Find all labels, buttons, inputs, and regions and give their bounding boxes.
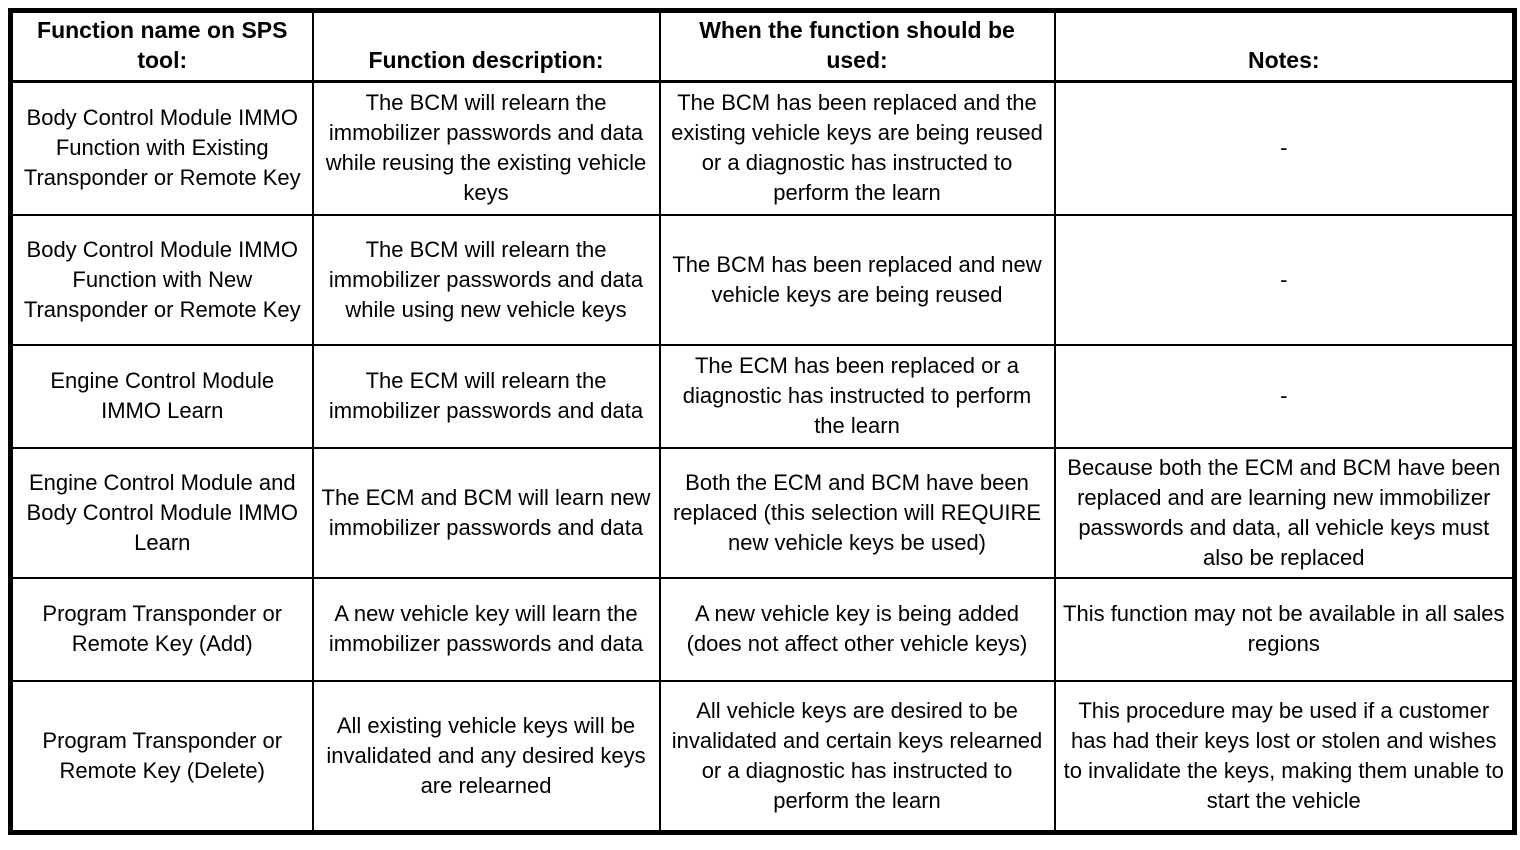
cell-notes: - bbox=[1053, 213, 1516, 346]
cell-notes: - bbox=[1053, 80, 1516, 216]
cell-function-name: Engine Control Module IMMO Learn bbox=[9, 343, 314, 449]
cell-when-used: The BCM has been replaced and the existi… bbox=[658, 80, 1056, 216]
cell-function-name: Engine Control Module and Body Control M… bbox=[9, 446, 314, 579]
cell-notes: This function may not be available in al… bbox=[1053, 576, 1516, 682]
cell-when-used: Both the ECM and BCM have been replaced … bbox=[658, 446, 1056, 579]
cell-function-name: Body Control Module IMMO Function with E… bbox=[9, 80, 314, 216]
cell-function-description: The BCM will relearn the immobilizer pas… bbox=[311, 80, 661, 216]
column-header-notes: Notes: bbox=[1053, 9, 1516, 83]
cell-function-name: Program Transponder or Remote Key (Add) bbox=[9, 576, 314, 682]
cell-function-description: All existing vehicle keys will be invali… bbox=[311, 679, 661, 834]
sps-functions-table: Function name on SPS tool: Function desc… bbox=[8, 8, 1517, 835]
cell-when-used: All vehicle keys are desired to be inval… bbox=[658, 679, 1056, 834]
cell-function-name: Program Transponder or Remote Key (Delet… bbox=[9, 679, 314, 834]
cell-function-description: The ECM and BCM will learn new immobiliz… bbox=[311, 446, 661, 579]
column-header-when-used: When the function should be used: bbox=[658, 9, 1056, 83]
table-row: Program Transponder or Remote Key (Delet… bbox=[9, 679, 1516, 834]
column-header-function-name: Function name on SPS tool: bbox=[9, 9, 314, 83]
table-row: Program Transponder or Remote Key (Add) … bbox=[9, 576, 1516, 682]
cell-when-used: A new vehicle key is being added (does n… bbox=[658, 576, 1056, 682]
cell-function-description: The ECM will relearn the immobilizer pas… bbox=[311, 343, 661, 449]
cell-function-description: A new vehicle key will learn the immobil… bbox=[311, 576, 661, 682]
cell-when-used: The ECM has been replaced or a diagnosti… bbox=[658, 343, 1056, 449]
cell-notes: Because both the ECM and BCM have been r… bbox=[1053, 446, 1516, 579]
cell-notes: - bbox=[1053, 343, 1516, 449]
cell-notes: This procedure may be used if a customer… bbox=[1053, 679, 1516, 834]
cell-function-name: Body Control Module IMMO Function with N… bbox=[9, 213, 314, 346]
column-header-function-description: Function description: bbox=[311, 9, 661, 83]
cell-when-used: The BCM has been replaced and new vehicl… bbox=[658, 213, 1056, 346]
header-row: Function name on SPS tool: Function desc… bbox=[9, 9, 1516, 83]
table-row: Engine Control Module and Body Control M… bbox=[9, 446, 1516, 579]
table-row: Body Control Module IMMO Function with N… bbox=[9, 213, 1516, 346]
cell-function-description: The BCM will relearn the immobilizer pas… bbox=[311, 213, 661, 346]
table-row: Body Control Module IMMO Function with E… bbox=[9, 80, 1516, 216]
table-row: Engine Control Module IMMO Learn The ECM… bbox=[9, 343, 1516, 449]
table-header: Function name on SPS tool: Function desc… bbox=[9, 9, 1516, 83]
table-body: Body Control Module IMMO Function with E… bbox=[9, 80, 1516, 834]
